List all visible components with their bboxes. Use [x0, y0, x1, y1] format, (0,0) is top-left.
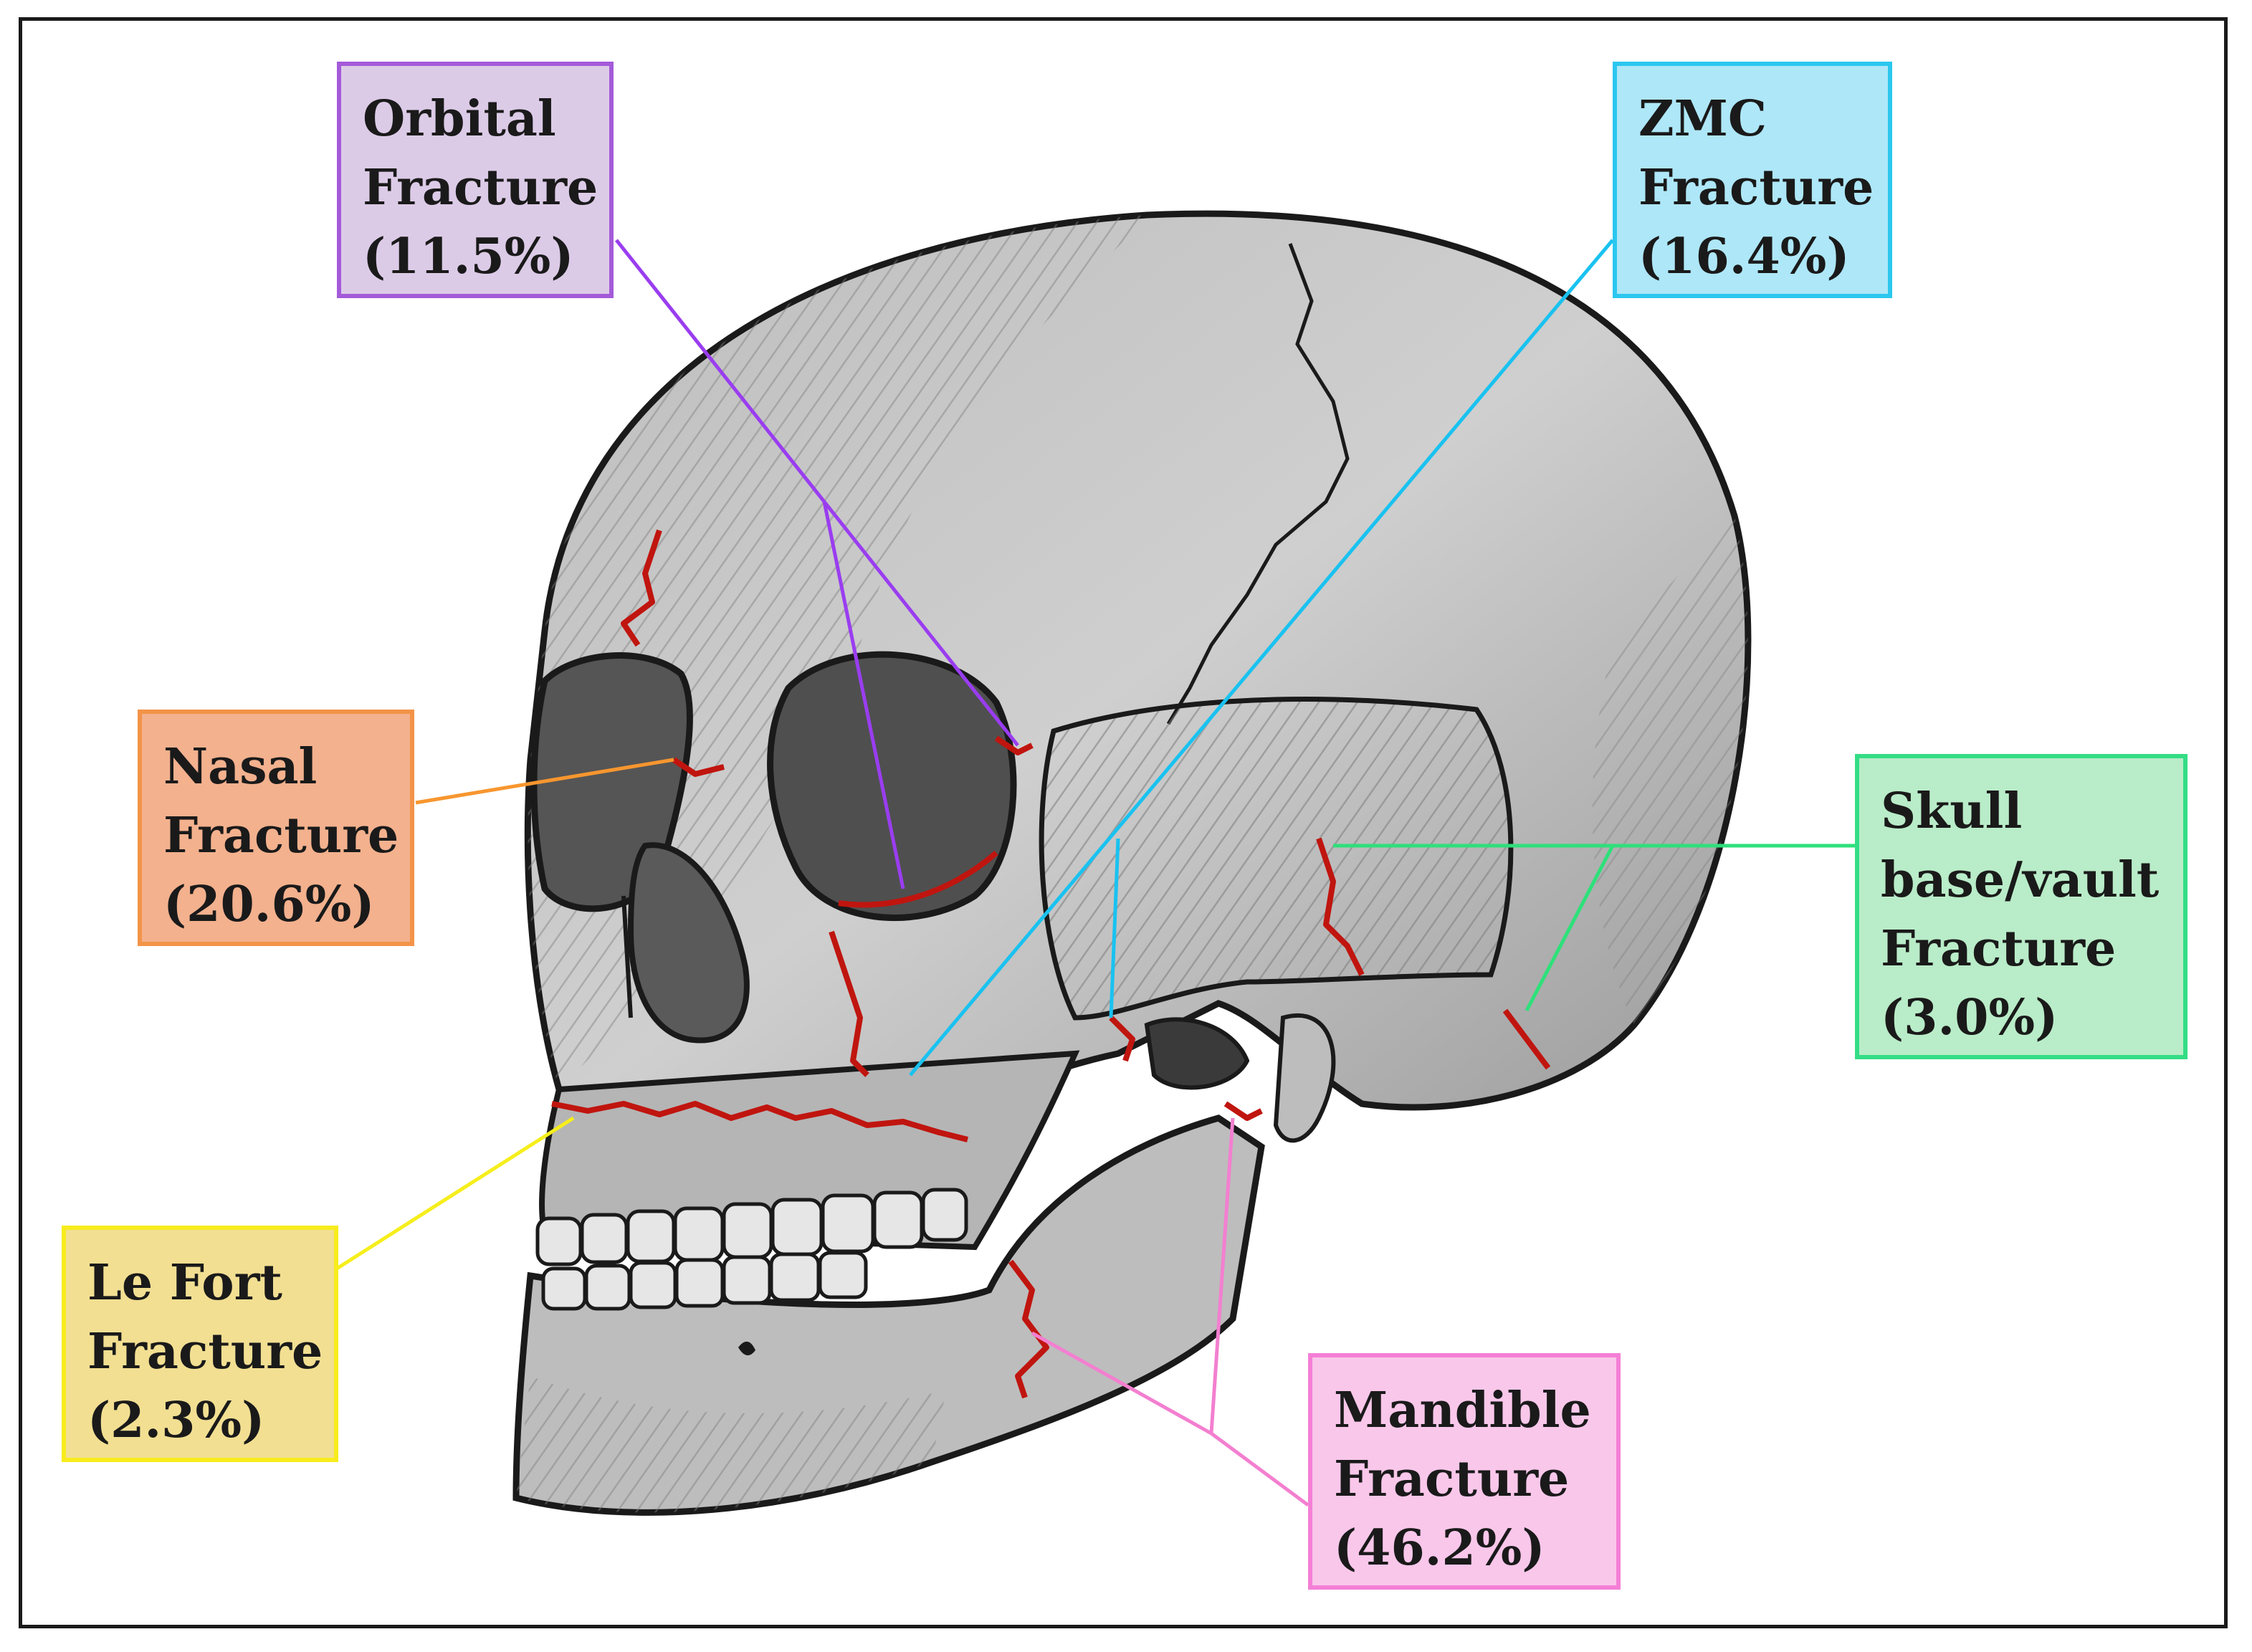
- ear-canal: [1144, 1017, 1250, 1090]
- mandible-fracture-callout: Mandible Fracture (46.2%): [1308, 1353, 1621, 1590]
- callout-line: Fracture: [363, 159, 598, 216]
- teeth: [535, 1188, 968, 1311]
- cranium-rear-shading: [1592, 516, 1748, 1025]
- mastoid: [1273, 1013, 1336, 1143]
- orbital-leader: [615, 239, 1019, 889]
- callout-line: Fracture: [87, 1323, 323, 1380]
- nasal-fracture-callout: Nasal Fracture (20.6%): [138, 710, 414, 946]
- callout-line: Le Fort: [87, 1254, 282, 1312]
- callout-line: (46.2%): [1334, 1519, 1545, 1577]
- skull-leader: [1333, 844, 1855, 1012]
- orbital-fracture-callout: Orbital Fracture (11.5%): [337, 62, 614, 298]
- callout-line: Mandible: [1334, 1382, 1591, 1439]
- callout-line: Nasal: [163, 738, 318, 796]
- callout-line: (11.5%): [363, 228, 574, 285]
- nasal-cavity: [627, 842, 750, 1044]
- callout-line: (2.3%): [87, 1392, 265, 1449]
- callout-line: Orbital: [363, 90, 556, 148]
- lefort-leader: [335, 1116, 575, 1271]
- callout-line: Fracture: [1334, 1451, 1570, 1508]
- callout-line: (3.0%): [1881, 989, 2058, 1046]
- nasal-leader: [415, 758, 674, 805]
- le-fort-fracture-callout: Le Fort Fracture (2.3%): [62, 1226, 338, 1462]
- callout-line: Fracture: [1881, 920, 2117, 978]
- callout-line: (16.4%): [1638, 228, 1850, 285]
- callout-line: base/vault: [1881, 851, 2160, 909]
- zmc-fracture-callout: ZMC Fracture (16.4%): [1613, 62, 1892, 298]
- cranial-suture: [1166, 243, 1350, 725]
- figure-frame: [19, 17, 2228, 1628]
- zmc-leader: [909, 239, 1614, 1076]
- callout-line: ZMC: [1638, 90, 1767, 148]
- callout-line: (20.6%): [163, 876, 375, 933]
- mandible-leader: [1031, 1117, 1309, 1507]
- mandible-shading: [516, 1376, 946, 1513]
- zmc-leader-branch: [1109, 838, 1120, 1018]
- skull-base-vault-fracture-callout: Skull base/vault Fracture (3.0%): [1855, 754, 2187, 1059]
- callout-line: Fracture: [163, 807, 399, 864]
- left-orbit: [767, 651, 1017, 922]
- nasal-septum: [621, 895, 633, 1018]
- callout-line: Fracture: [1638, 159, 1874, 216]
- callout-line: Skull: [1881, 783, 2023, 840]
- mental-foramen: [738, 1341, 755, 1356]
